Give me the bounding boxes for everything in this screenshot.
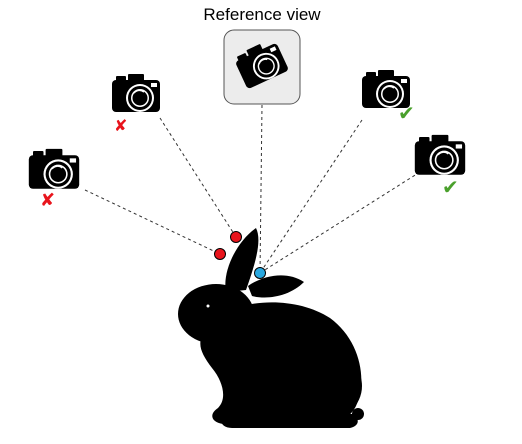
camera-icon: [27, 148, 81, 190]
camera-icon: [111, 73, 161, 113]
sight-line-reference: [259, 104, 263, 274]
head-point: [254, 267, 266, 279]
camera-far-right: ✔: [413, 134, 467, 199]
check-icon: ✔: [442, 175, 459, 199]
sight-line-upper-right: [259, 119, 363, 274]
sight-lines: [84, 104, 421, 274]
camera-far-left: ✘: [27, 148, 81, 211]
ear-point-bottom: [214, 248, 226, 260]
cross-icon: ✘: [114, 116, 127, 135]
reference-camera: [223, 29, 301, 105]
sight-line-far-right: [259, 171, 421, 274]
rabbit-silhouette: [178, 228, 364, 428]
reference-view-title: Reference view: [203, 5, 321, 24]
camera-upper-right: ✔: [361, 69, 415, 125]
sight-line-upper-left: [159, 117, 237, 238]
camera-upper-left: ✘: [111, 73, 161, 135]
check-icon: ✔: [398, 101, 415, 125]
sight-line-far-left: [84, 189, 221, 255]
cross-icon: ✘: [40, 190, 55, 211]
ear-point-top: [230, 231, 242, 243]
camera-icon: [413, 134, 467, 176]
